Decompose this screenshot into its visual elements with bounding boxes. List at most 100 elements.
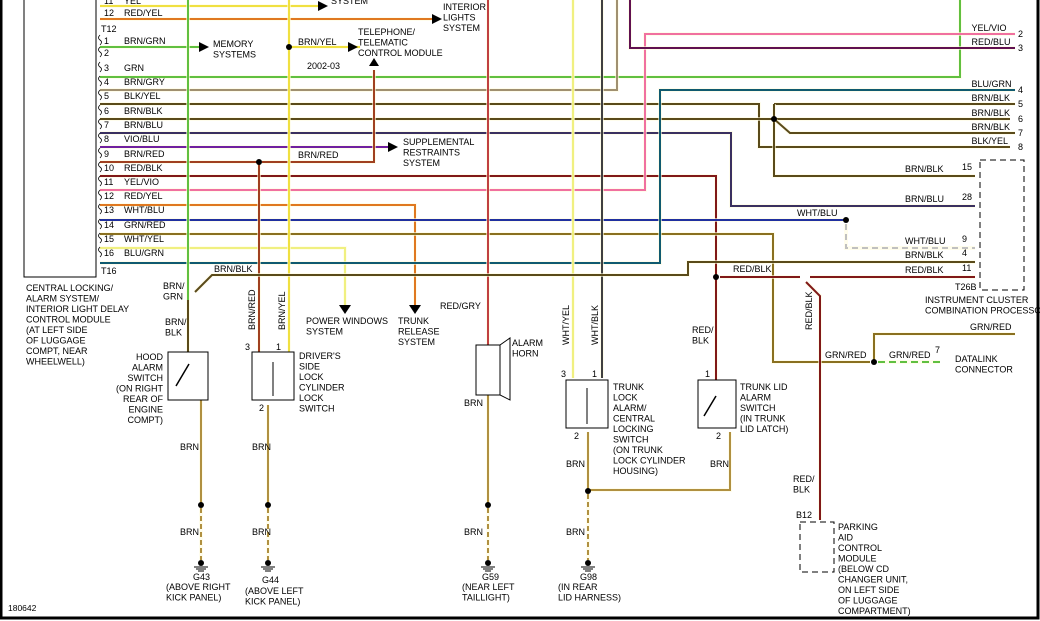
pin-number: 14	[104, 220, 114, 230]
wire-blu-grn	[100, 89, 1015, 264]
module-label-line: INTERIOR LIGHT DELAY	[26, 304, 129, 314]
red-gry-label: RED/GRY	[440, 301, 481, 311]
trunk-lid-switch-label: TRUNK LID	[740, 382, 788, 392]
trunk-brn-label: BRN	[566, 459, 585, 469]
datalink-pin: 7	[935, 345, 940, 355]
g59-location-label: TAILLIGHT)	[462, 593, 510, 603]
pin-bracket	[98, 232, 102, 244]
pin-number: 3	[104, 63, 109, 73]
right-pin-wire-label: BRN/BLK	[972, 122, 1011, 132]
pin-bracket	[98, 189, 102, 201]
windows-system-label: SYSTEM	[331, 0, 368, 6]
pin-number: 10	[104, 163, 114, 173]
pin-number: 8	[104, 134, 109, 144]
power-windows-label: POWER WINDOWS	[306, 316, 388, 326]
trunk-lid-wire-label: RED/	[692, 325, 714, 335]
module-pins	[98, 34, 102, 258]
arrow-memory	[199, 42, 209, 52]
g59-label: G59	[482, 572, 499, 582]
cluster-pin-wire-label: WHT/BLU	[905, 236, 946, 246]
srs-label: SUPPLEMENTAL	[403, 137, 474, 147]
wire-right-15-halo	[772, 104, 975, 178]
pin-wire-label: WHT/BLU	[124, 205, 165, 215]
trunk-lid-brn-label: BRN	[710, 459, 729, 469]
splice-grn-red	[871, 359, 877, 365]
ground-dot	[265, 560, 271, 566]
pin-number: 7	[104, 120, 109, 130]
hood-switch-label: HOOD	[136, 352, 164, 362]
components	[167, 1, 1025, 573]
wire-red-blk-parking	[805, 281, 821, 520]
parking-aid-label: OF LUGGAGE	[838, 596, 898, 606]
driver-switch-label: LOCK	[299, 372, 324, 382]
pin-number: 2	[574, 431, 579, 441]
cluster-pin-number: 28	[962, 192, 972, 202]
g43-location-label: KICK PANEL)	[166, 593, 221, 603]
switch-contact	[175, 363, 190, 387]
module-label-line: COMPT, NEAR	[26, 346, 88, 356]
red-blk-vertical-label: RED/BLK	[804, 291, 814, 330]
control-module-box	[23, 0, 97, 278]
wire-wht-yel	[100, 247, 346, 305]
module-label-line: CONTROL MODULE	[26, 315, 111, 325]
connector-label-t12: T12	[101, 24, 117, 34]
grn-red-datalink-label: GRN/RED	[889, 350, 931, 360]
right-pin-number: 2	[1018, 29, 1023, 39]
wire-brn-blk-cluster	[194, 261, 975, 293]
driver-switch-label: SIDE	[299, 362, 320, 372]
srs-label: RESTRAINTS	[403, 148, 460, 158]
wire-red-blu-halo	[628, 0, 1015, 50]
pin-bracket	[98, 75, 102, 87]
wire-grn	[100, 0, 961, 78]
trunk-release-label: RELEASE	[398, 327, 440, 337]
g98-location-label: (IN REAR	[558, 582, 598, 592]
pin-wire-label: WHT/YEL	[124, 234, 164, 244]
pin-wire-label: BRN/BLK	[124, 106, 163, 116]
pin-wire-label: YEL	[124, 0, 141, 6]
pin-wire-label: RED/YEL	[124, 8, 163, 18]
driver-brn-label: BRN	[252, 442, 271, 452]
parking-aid-label: (BELOW CD	[838, 564, 890, 574]
pin-wire-label: GRN	[124, 63, 144, 73]
memory-systems-label: MEMORY	[213, 39, 253, 49]
red-blk-cluster-label: RED/BLK	[733, 264, 772, 274]
arrow-srs	[388, 142, 398, 152]
trunk-lock-switch-label: LOCKING	[613, 424, 654, 434]
splice-brn-red	[256, 159, 262, 165]
pin-number: 16	[104, 248, 114, 258]
horn-bell-icon	[499, 337, 511, 401]
driver-brn-red-label: BRN/RED	[247, 289, 257, 330]
alarm-horn-label: ALARM	[512, 338, 543, 348]
instrument-cluster-box	[979, 159, 1025, 291]
telephone-module-label: TELEMATIC	[358, 38, 408, 48]
trunk-lock-switch-label: TRUNK	[613, 382, 644, 392]
pin-number: 13	[104, 205, 114, 215]
horn-ground-brn-label: BRN	[464, 527, 483, 537]
g44-location-label: KICK PANEL)	[245, 597, 300, 607]
wire-right-15	[773, 104, 975, 177]
pin-number: 15	[104, 234, 114, 244]
wht-blu-branch-label: WHT/BLU	[797, 208, 838, 218]
pin-number: 1	[104, 36, 109, 46]
g43-location-label: (ABOVE RIGHT	[166, 582, 231, 592]
right-pin-number: 3	[1018, 43, 1023, 53]
brn-red-label: BRN/RED	[298, 150, 339, 160]
wire-grn-red	[100, 233, 870, 363]
wire-red-blu	[629, 0, 1015, 49]
pin-wire-label: BLU/GRN	[124, 248, 164, 258]
trunk-lid-switch	[697, 379, 737, 429]
hood-brn-label: BRN	[180, 442, 199, 452]
module-label-line: CENTRAL LOCKING/	[26, 283, 114, 293]
datalink-label: DATALINK	[955, 354, 998, 364]
trunk-lock-switch-label: LOCK	[613, 393, 638, 403]
trunk-lock-switch-label: ALARM/	[613, 403, 647, 413]
hood-switch-label: (ON RIGHT	[116, 384, 163, 394]
pin-wire-label: BRN/BLU	[124, 120, 163, 130]
pin-number: 3	[561, 369, 566, 379]
trunk-lid-switch-label: SWITCH	[740, 403, 776, 413]
grn-red-upper-label: GRN/RED	[970, 322, 1012, 332]
g44-location-label: (ABOVE LEFT	[245, 586, 304, 596]
pin-number: 6	[104, 106, 109, 116]
